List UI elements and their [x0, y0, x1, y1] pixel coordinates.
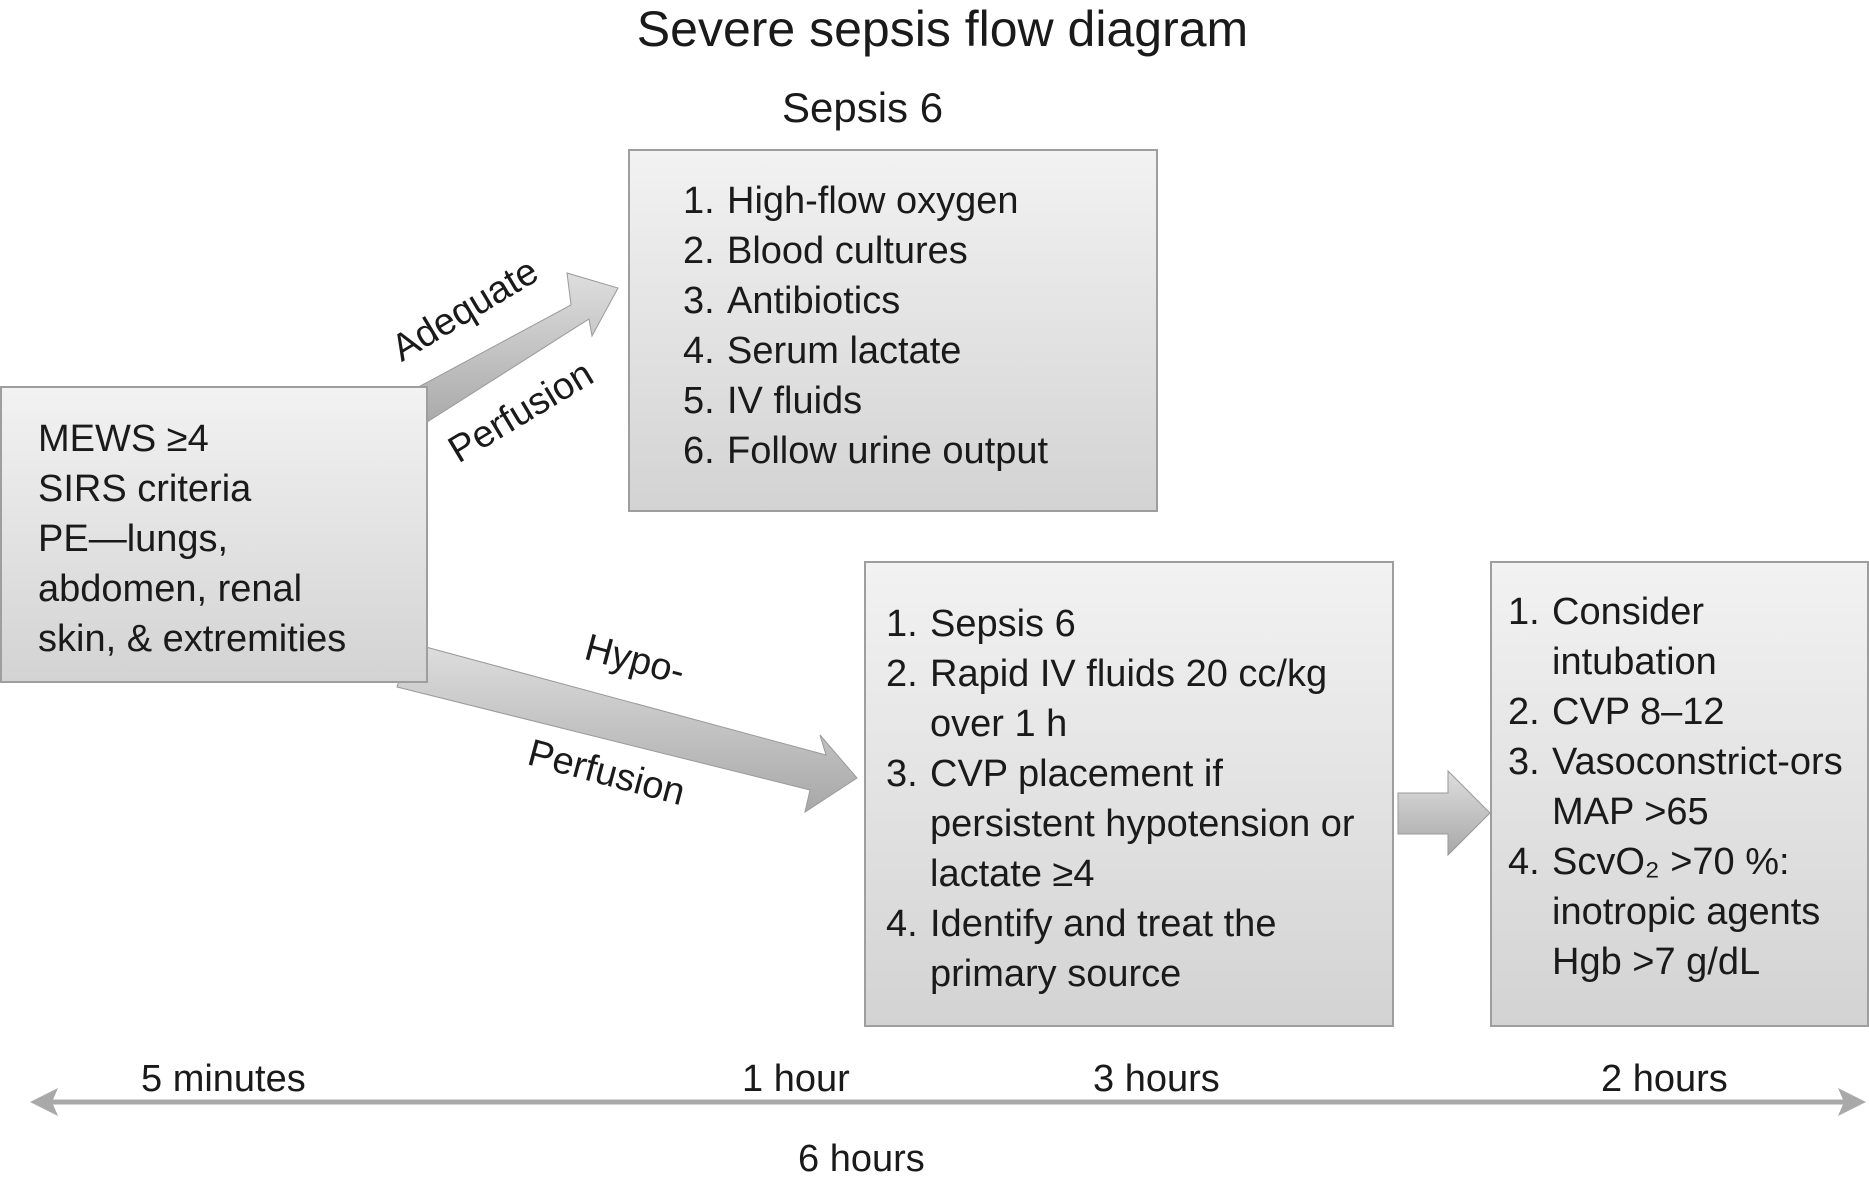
assessment-line: PE—lungs,: [38, 518, 229, 560]
assessment-line: skin, & extremities: [38, 618, 347, 660]
assessment-line: SIRS criteria: [38, 468, 252, 510]
escalation-item: 2.CVP 8–12: [1508, 691, 1725, 733]
diagram-title: Severe sepsis flow diagram: [636, 1, 1249, 57]
timeline-total: 6 hours: [798, 1138, 925, 1180]
timeline-label-5-minutes: 5 minutes: [141, 1058, 306, 1100]
escalation-item: 3.Vasoconstrict-ors MAP >65: [1508, 741, 1843, 833]
assessment-line: abdomen, renal: [38, 568, 303, 610]
assessment-line: MEWS ≥4: [38, 418, 209, 460]
timeline-label-1-hour: 1 hour: [742, 1058, 850, 1100]
sepsis6-box: 1.High-flow oxygen 2.Blood cultures 3.An…: [628, 149, 1158, 512]
assessment-box: MEWS ≥4 SIRS criteria PE—lungs, abdomen,…: [0, 386, 428, 683]
escalation-item: 4.ScvO₂ >70 %: inotropic agents Hgb >7 g…: [1508, 841, 1821, 983]
sepsis6-item: 4.Serum lactate: [683, 330, 962, 372]
sepsis6-item: 3.Antibiotics: [683, 280, 901, 322]
hypoperfusion-arrow: [396, 642, 858, 814]
escalation-arrow: [1397, 769, 1491, 857]
hypoperfusion-item: 1.Sepsis 6: [886, 603, 1076, 645]
hypoperfusion-box: 1.Sepsis 6 2.Rapid IV fluids 20 cc/kg ov…: [864, 561, 1394, 1027]
sepsis6-item: 2.Blood cultures: [683, 230, 968, 272]
timeline-right-arrowhead: [1838, 1088, 1866, 1116]
adequate-perfusion-arrow: [397, 272, 619, 430]
timeline-label-2-hours: 2 hours: [1601, 1058, 1728, 1100]
hypoperfusion-item: 3.CVP placement if persistent hypotensio…: [886, 753, 1355, 895]
escalation-box: 1.Consider intubation 2.CVP 8–12 3.Vasoc…: [1490, 561, 1869, 1027]
sepsis6-item: 5.IV fluids: [683, 380, 863, 422]
sepsis6-heading: Sepsis 6: [782, 84, 944, 131]
timeline-left-arrowhead: [30, 1088, 58, 1116]
timeline-label-3-hours: 3 hours: [1093, 1058, 1220, 1100]
hypoperfusion-item: 4.Identify and treat the primary source: [886, 903, 1277, 995]
escalation-item: 1.Consider intubation: [1508, 591, 1717, 683]
hypoperfusion-item: 2.Rapid IV fluids 20 cc/kg over 1 h: [886, 653, 1328, 745]
sepsis6-item: 1.High-flow oxygen: [683, 180, 1019, 222]
sepsis6-item: 6.Follow urine output: [683, 430, 1049, 472]
